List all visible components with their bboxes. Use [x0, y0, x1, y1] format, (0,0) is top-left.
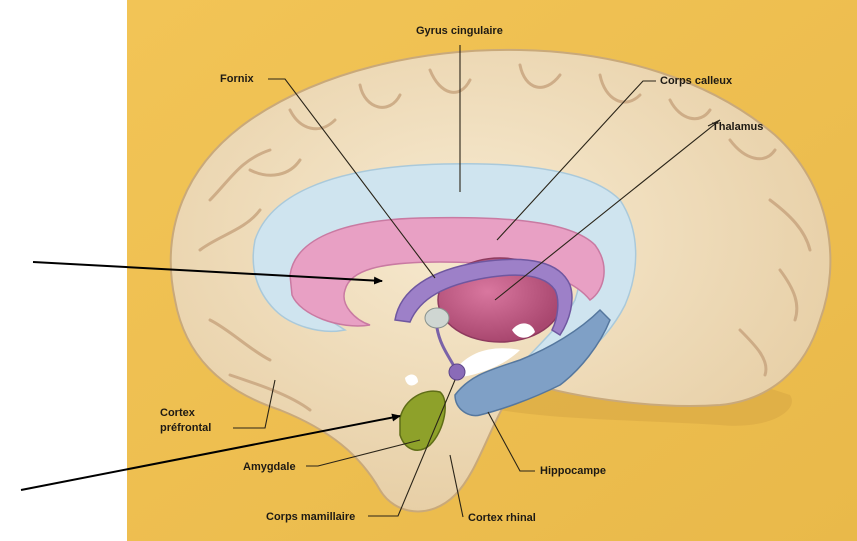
label-thalamus: Thalamus — [712, 121, 763, 133]
label-fornix: Fornix — [220, 73, 254, 85]
gland-shape — [425, 308, 449, 328]
label-gyrus-cingulaire: Gyrus cingulaire — [416, 25, 503, 37]
corps-mamillaire-shape — [449, 364, 465, 380]
label-corps-mamillaire: Corps mamillaire — [266, 511, 355, 523]
label-hippocampe: Hippocampe — [540, 465, 606, 477]
label-amygdale: Amygdale — [243, 461, 296, 473]
label-cortex-rhinal: Cortex rhinal — [468, 512, 536, 524]
label-cortex-prefrontal-line1: Cortex — [160, 407, 196, 419]
label-cortex-prefrontal-line2: préfrontal — [160, 422, 211, 434]
label-corps-calleux: Corps calleux — [660, 75, 733, 87]
